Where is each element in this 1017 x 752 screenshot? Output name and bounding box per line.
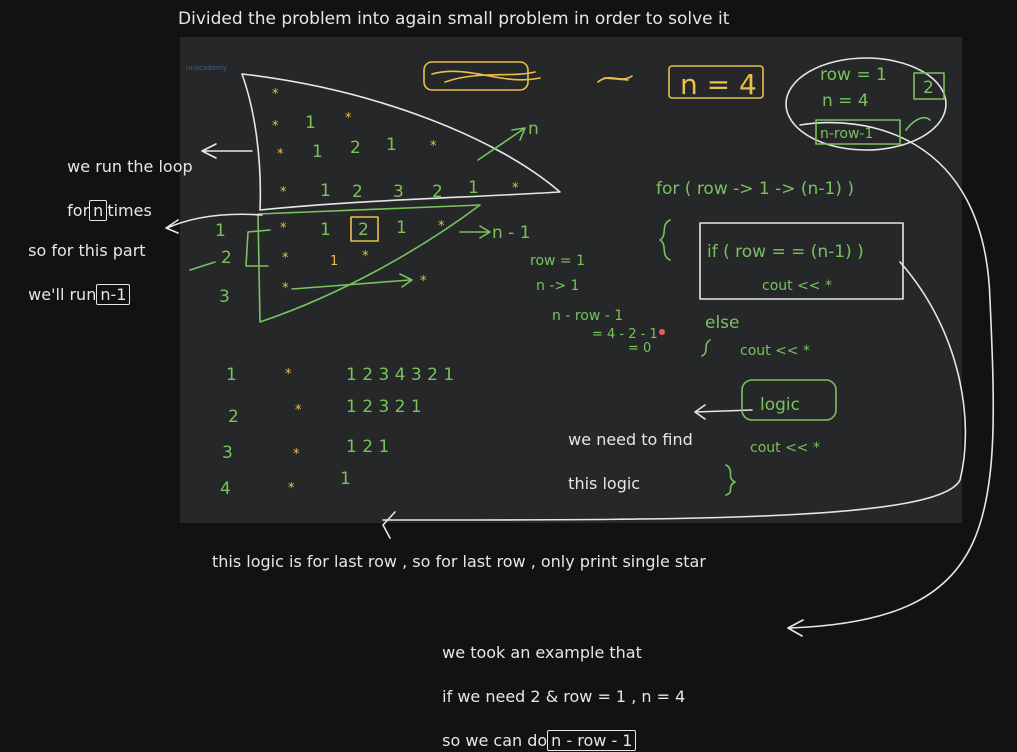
part-note-box: n-1 <box>96 284 131 305</box>
example-note: we took an example that if we need 2 & r… <box>432 620 685 752</box>
example-line3-prefix: so we can do <box>442 731 548 750</box>
page-title: Divided the problem into again small pro… <box>178 9 730 29</box>
last-row-note: this logic is for last row , so for last… <box>212 552 706 571</box>
loop-note-for: for <box>67 201 90 220</box>
example-line3-box: n - row - 1 <box>547 730 637 751</box>
logic-note: we need to find this logic <box>558 407 693 495</box>
part-note-line1: so for this part <box>28 241 146 260</box>
logic-note-line2: this logic <box>568 474 641 493</box>
loop-note-times: times <box>107 201 152 220</box>
logic-note-line1: we need to find <box>568 430 693 449</box>
example-line1: we took an example that <box>442 643 642 662</box>
loop-note-n-box: n <box>89 200 108 221</box>
example-line2: if we need 2 & row = 1 , n = 4 <box>442 687 686 706</box>
part-note-prefix: we'll run <box>28 285 97 304</box>
loop-note-line1: we run the loop <box>67 157 193 176</box>
